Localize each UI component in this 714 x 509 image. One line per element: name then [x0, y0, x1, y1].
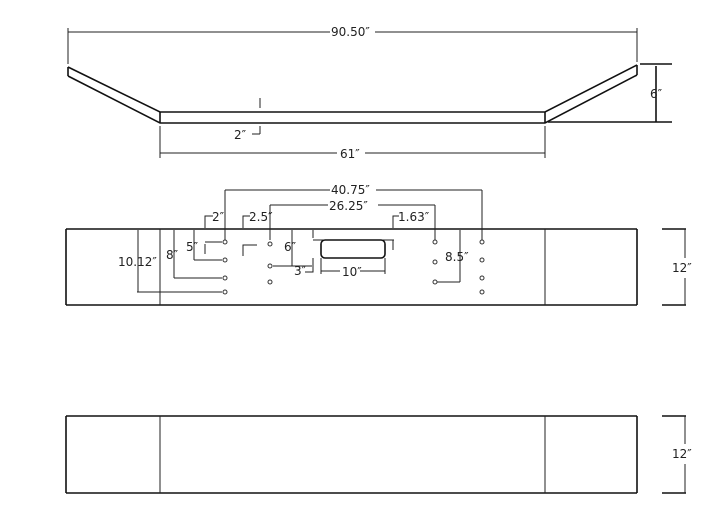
dim-back-plate-height: 12″ — [672, 447, 692, 461]
dim-center-width: 61″ — [340, 147, 360, 161]
dim-8: 8″ — [166, 248, 179, 262]
back-view: 12″ — [65, 415, 692, 494]
holes — [222, 239, 485, 295]
dim-8-5: 8.5″ — [445, 250, 469, 264]
dim-offset-2: 2″ — [212, 210, 225, 224]
dim-plate-height: 12″ — [672, 261, 692, 275]
dim-6: 6″ — [284, 240, 297, 254]
dim-overall-width: 90.50″ — [331, 25, 370, 39]
dim-10-12: 10.12″ — [118, 255, 157, 269]
dim-5: 5″ — [186, 240, 199, 254]
dim-offset-1-63: 1.63″ — [398, 210, 430, 224]
top-view: 90.50″ 6″ 2″ 61″ — [67, 25, 672, 161]
dim-3: 3″ — [294, 264, 307, 278]
dim-10: 10″ — [342, 265, 362, 279]
dim-offset-2-5: 2.5″ — [249, 210, 273, 224]
dim-height: 6″ — [650, 87, 663, 101]
front-view: 40.75″ 26.25″ 2″ 2.5″ 1.63″ 10.12″ 8″ 5″… — [65, 183, 692, 306]
dim-thickness: 2″ — [234, 128, 247, 142]
slot — [320, 239, 386, 259]
dim-hole-span-inner: 26.25″ — [329, 199, 368, 213]
dim-hole-span-outer: 40.75″ — [331, 183, 370, 197]
